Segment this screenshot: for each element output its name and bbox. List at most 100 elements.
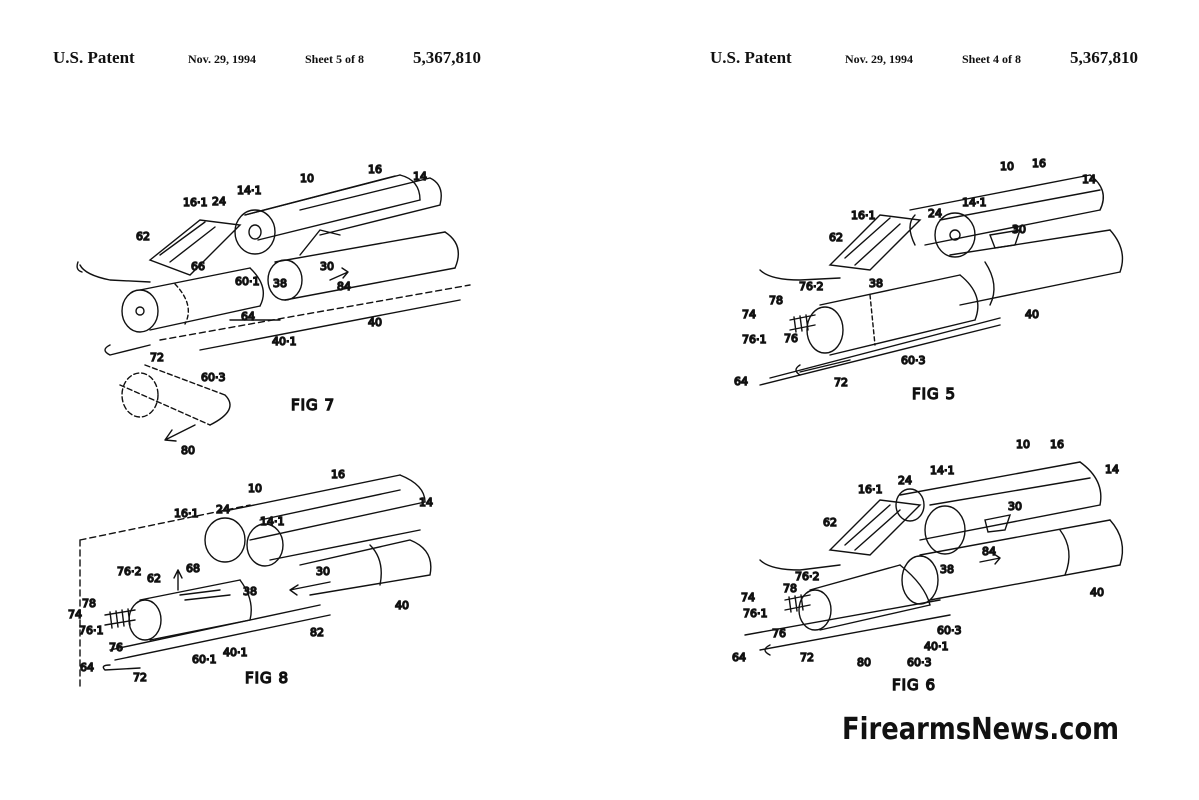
- fig7-label-80: 80: [181, 444, 195, 457]
- fig8-label-38: 38: [243, 585, 257, 598]
- fig6-label-14-1: 14·1: [930, 464, 955, 477]
- fig5-label-62: 62: [829, 231, 843, 244]
- fig7-label-30: 30: [320, 260, 334, 273]
- fig7-label-40: 40: [368, 316, 382, 329]
- fig6-label-74: 74: [741, 591, 755, 604]
- fig8-drawing: [79, 474, 432, 691]
- fig5-label-16-1: 16·1: [851, 209, 876, 222]
- fig7-label-60-3: 60·3: [201, 371, 226, 384]
- right-sheet-header: U.S. Patent Nov. 29, 1994 Sheet 4 of 8 5…: [0, 48, 1199, 72]
- fig6-label-14: 14: [1105, 463, 1119, 476]
- fig8-label-16-1: 16·1: [174, 507, 199, 520]
- fig7-caption: FIG 7: [291, 396, 335, 414]
- left-date: Nov. 29, 1994: [188, 52, 257, 66]
- fig5-label-72: 72: [834, 376, 848, 389]
- right-patent-number: 5,367,810: [1070, 48, 1138, 67]
- fig8-label-62: 62: [147, 572, 161, 585]
- fig5-label-76-2: 76·2: [799, 280, 824, 293]
- fig7-label-64: 64: [241, 310, 255, 323]
- right-date: Nov. 29, 1994: [845, 52, 914, 66]
- fig6-label-16-1: 16·1: [858, 483, 883, 496]
- fig7-label-16-1: 16·1: [183, 196, 208, 209]
- fig8-label-76-2: 76·2: [117, 565, 142, 578]
- fig8-label-74: 74: [68, 608, 82, 621]
- fig8-label-10: 10: [248, 482, 262, 495]
- fig7-label-24: 24: [212, 195, 226, 208]
- fig5-label-64: 64: [734, 375, 748, 388]
- fig5-label-10: 10: [1000, 160, 1014, 173]
- fig6-label-10: 10: [1016, 438, 1030, 451]
- left-patent-number: 5,367,810: [413, 48, 481, 67]
- fig6-label-84: 84: [982, 545, 996, 558]
- fig7-label-14-1: 14·1: [237, 184, 262, 197]
- fig8-label-76-1: 76·1: [79, 624, 104, 637]
- fig6-label-24: 24: [898, 474, 912, 487]
- fig7-drawing: [76, 174, 471, 442]
- fig7-label-60-1: 60·1: [235, 275, 260, 288]
- watermark-logo: FirearmsNews.com: [842, 712, 1120, 747]
- fig7-label-10: 10: [300, 172, 314, 185]
- fig5-label-78: 78: [769, 294, 783, 307]
- fig5-label-14-1: 14·1: [962, 196, 987, 209]
- fig6-label-76-2: 76·2: [795, 570, 820, 583]
- fig5-label-60-3: 60·3: [901, 354, 926, 367]
- left-sheet-header: U.S. Patent Nov. 29, 1994 Sheet 5 of 8 5…: [0, 48, 600, 72]
- fig5-drawing: [759, 174, 1124, 386]
- fig8-label-72: 72: [133, 671, 147, 684]
- fig7-label-62: 62: [136, 230, 150, 243]
- fig6-label-72: 72: [800, 651, 814, 664]
- fig7-labels: 10 16 14 16·1 24 14·1 62 66 30 38 84 60·…: [135, 162, 427, 457]
- fig6-label-60-3-upper: 60·3: [937, 624, 962, 637]
- fig6-label-30: 30: [1008, 500, 1022, 513]
- fig6-label-16: 16: [1050, 438, 1064, 451]
- fig7-label-16: 16: [368, 163, 382, 176]
- right-sheet-number: Sheet 4 of 8: [962, 52, 1021, 66]
- fig5-label-76: 76: [784, 332, 798, 345]
- fig8-label-60-1: 60·1: [192, 653, 217, 666]
- fig6-label-80: 80: [857, 656, 871, 669]
- fig6-label-40-1: 40·1: [924, 640, 949, 653]
- fig5-label-16: 16: [1032, 157, 1046, 170]
- fig5-label-30: 30: [1012, 223, 1026, 236]
- fig6-label-76-1: 76·1: [743, 607, 768, 620]
- fig7-label-66: 66: [191, 260, 205, 273]
- fig8-label-76: 76: [109, 641, 123, 654]
- fig6-caption: FIG 6: [892, 676, 936, 694]
- left-sheet-number: Sheet 5 of 8: [305, 52, 364, 66]
- fig7-label-72: 72: [150, 351, 164, 364]
- left-patent-label: U.S. Patent: [53, 48, 135, 67]
- fig5-labels: 10 16 14 16·1 24 14·1 30 62 38 76·2 78 7…: [733, 156, 1096, 403]
- fig6-label-62: 62: [823, 516, 837, 529]
- fig8-caption: FIG 8: [245, 669, 289, 687]
- fig7-label-14: 14: [413, 170, 427, 183]
- fig8-labels: 10 16 14 16·1 24 14·1 76·2 62 68 30 38 7…: [67, 467, 433, 687]
- fig8-label-14-1: 14·1: [260, 515, 285, 528]
- fig6-label-40: 40: [1090, 586, 1104, 599]
- fig5-label-76-1: 76·1: [742, 333, 767, 346]
- fig7-label-40-1: 40·1: [272, 335, 297, 348]
- fig5-label-40: 40: [1025, 308, 1039, 321]
- fig8-label-14: 14: [419, 496, 433, 509]
- fig6-label-76: 76: [772, 627, 786, 640]
- fig5-label-14: 14: [1082, 173, 1096, 186]
- fig5-label-38: 38: [869, 277, 883, 290]
- fig8-label-82: 82: [310, 626, 324, 639]
- fig5-caption: FIG 5: [912, 385, 956, 403]
- fig8-label-40: 40: [395, 599, 409, 612]
- fig8-label-30: 30: [316, 565, 330, 578]
- fig8-label-64: 64: [80, 661, 94, 674]
- fig7-label-84: 84: [337, 280, 351, 293]
- fig6-label-60-3-lower: 60·3: [907, 656, 932, 669]
- fig6-label-64: 64: [732, 651, 746, 664]
- fig8-label-24: 24: [216, 503, 230, 516]
- fig8-label-16: 16: [331, 468, 345, 481]
- fig6-label-38: 38: [940, 563, 954, 576]
- fig8-label-40-1: 40·1: [223, 646, 248, 659]
- fig8-label-68: 68: [186, 562, 200, 575]
- fig6-label-78: 78: [783, 582, 797, 595]
- fig7-label-38: 38: [273, 277, 287, 290]
- fig5-label-74: 74: [742, 308, 756, 321]
- right-patent-label: U.S. Patent: [710, 48, 792, 67]
- fig6-drawing: [744, 461, 1124, 656]
